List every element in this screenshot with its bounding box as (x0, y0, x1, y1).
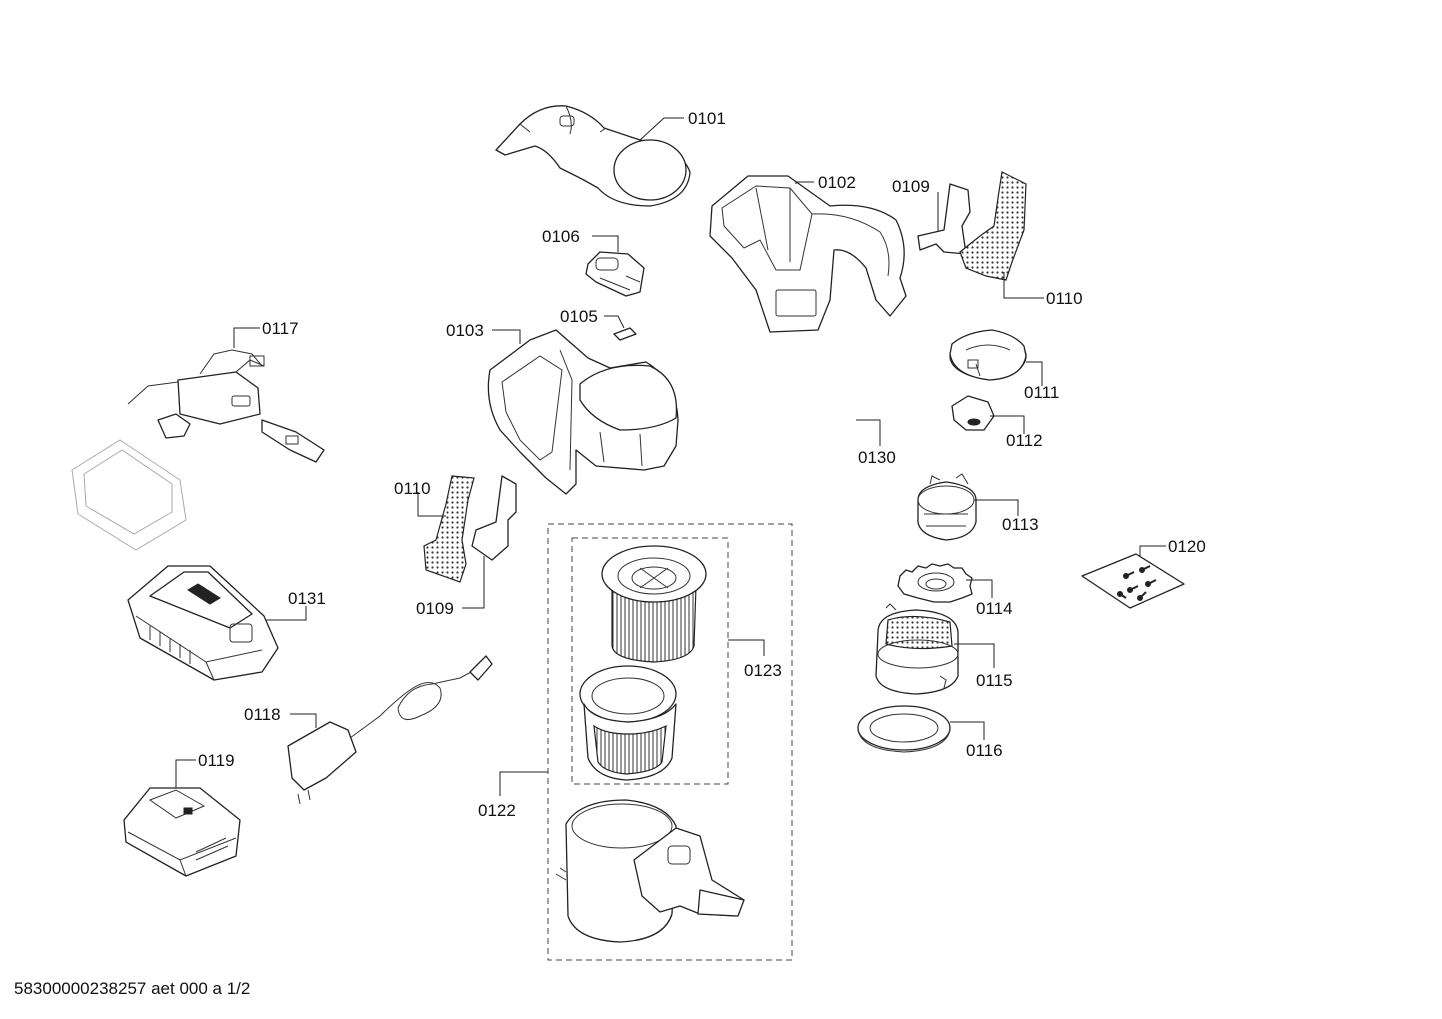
label-0116: 0116 (950, 721, 1003, 760)
label-0119: 0119 (175, 751, 235, 788)
part-prefilter[interactable] (579, 665, 677, 781)
part-0101-handle-cover[interactable] (495, 105, 691, 207)
part-0116-seal-ring[interactable] (857, 705, 951, 753)
part-number-0119: 0119 (198, 751, 235, 770)
ghost-battery-outline (71, 439, 187, 551)
part-number-0131: 0131 (288, 589, 326, 608)
label-0101: 0101 (639, 109, 726, 141)
part-0109-side-cover-right[interactable] (917, 183, 971, 255)
part-0103-main-body[interactable] (487, 329, 679, 495)
part-number-0113: 0113 (1002, 515, 1039, 534)
part-0113-motor[interactable] (917, 473, 977, 541)
part-number-0109-left: 0109 (416, 599, 454, 618)
label-0106: 0106 (542, 227, 619, 252)
label-0103: 0103 (446, 321, 521, 344)
assembly-box-0123 (571, 537, 729, 785)
label-0110-right: 0110 (1003, 272, 1083, 308)
part-number-0117: 0117 (262, 319, 299, 338)
label-0131: 0131 (266, 589, 326, 621)
label-0120: 0120 (1139, 537, 1206, 556)
part-number-0118: 0118 (244, 705, 281, 724)
part-number-0116: 0116 (966, 741, 1003, 760)
part-0110-grille-left[interactable] (423, 475, 475, 583)
part-number-0111: 0111 (1024, 383, 1059, 402)
part-number-0112: 0112 (1006, 431, 1043, 450)
part-number-0102: 0102 (818, 173, 856, 192)
part-0130-tube[interactable] (832, 367, 890, 432)
part-0112-sensor[interactable] (951, 395, 995, 431)
part-0120-screw-set[interactable] (1081, 553, 1185, 609)
part-0111-cyclone-cap[interactable] (949, 329, 1027, 381)
part-0114-ring[interactable] (897, 563, 973, 603)
label-0123: 0123 (728, 639, 782, 680)
label-0122: 0122 (478, 771, 548, 820)
part-0118-power-adapter[interactable] (287, 655, 493, 805)
label-0118: 0118 (244, 705, 317, 728)
part-0110-grille-right[interactable] (959, 171, 1027, 281)
part-number-0109-right: 0109 (892, 177, 930, 196)
label-0111: 0111 (1024, 361, 1059, 402)
label-0117: 0117 (233, 319, 299, 348)
label-0109-right: 0109 (892, 177, 939, 232)
label-0109-left: 0109 (416, 556, 485, 618)
part-number-0123: 0123 (744, 661, 782, 680)
part-number-0105: 0105 (560, 307, 598, 326)
part-number-0122: 0122 (478, 801, 516, 820)
part-number-0106: 0106 (542, 227, 580, 246)
part-fine-filter[interactable] (601, 545, 707, 663)
part-number-0114: 0114 (976, 599, 1013, 618)
label-0114: 0114 (966, 579, 1013, 618)
part-dust-bin[interactable] (555, 799, 745, 943)
part-0105-pad[interactable] (613, 327, 637, 341)
label-0113: 0113 (974, 499, 1039, 534)
label-0130: 0130 (856, 419, 896, 467)
document-footer-id: 58300000238257 aet 000 a 1/2 (14, 979, 251, 998)
label-0115: 0115 (954, 643, 1013, 690)
part-number-0110-right: 0110 (1046, 289, 1083, 308)
assembly-box-0122 (547, 523, 793, 961)
part-0109-side-cover-left[interactable] (471, 475, 517, 561)
part-0119-battery-pack[interactable] (123, 787, 241, 877)
label-0102: 0102 (795, 173, 856, 192)
label-0105: 0105 (560, 307, 625, 329)
part-0106-switch[interactable] (585, 251, 645, 297)
part-0102-motor-housing[interactable] (709, 175, 907, 333)
part-number-0110-left: 0110 (394, 479, 431, 498)
part-number-0103: 0103 (446, 321, 484, 340)
part-number-0115: 0115 (976, 671, 1013, 690)
part-0117-wiring-harness[interactable] (127, 349, 325, 463)
part-number-0130: 0130 (858, 448, 896, 467)
part-0115-mesh-cyclone[interactable] (875, 603, 959, 695)
label-0112: 0112 (990, 415, 1043, 450)
part-0131-charger-dock[interactable] (127, 565, 279, 681)
part-number-0101: 0101 (688, 109, 726, 128)
label-0110-left: 0110 (394, 479, 446, 517)
part-number-0120: 0120 (1168, 537, 1206, 556)
